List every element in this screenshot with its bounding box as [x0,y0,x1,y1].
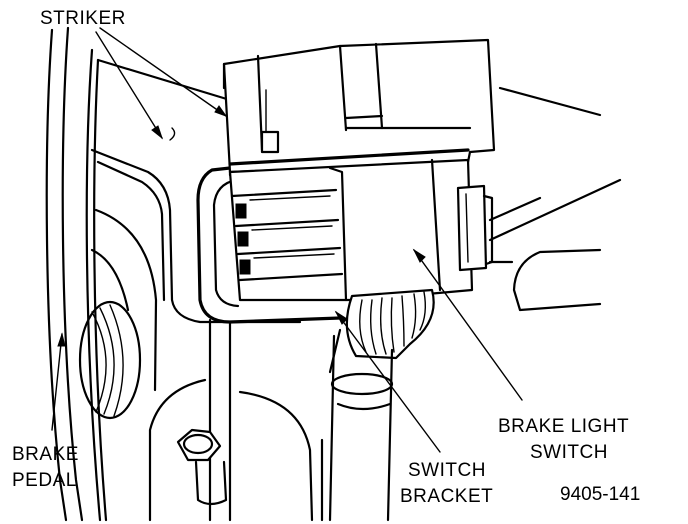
label-switch-bracket-line1: SWITCH [408,460,486,481]
leader-lines [51,27,523,453]
switch-bracket-shape [196,166,342,324]
dash-structure [488,86,622,312]
pedal-bumper [78,300,142,420]
brake-pedal-arm [45,26,108,522]
wire-harness [328,288,435,374]
switch-plunger-rod [328,334,394,522]
label-brake-pedal-line1: BRAKE [12,444,79,465]
label-brake-light-switch-line2: SWITCH [530,442,608,463]
label-brake-light-switch-line1: BRAKE LIGHT [498,416,629,437]
mounting-stud [176,428,228,506]
brake-light-switch-body [228,158,494,302]
figure-code: 9405-141 [560,484,640,505]
connector-housing [222,38,496,174]
labels: STRIKER BRAKE PEDAL SWITCH BRACKET BRAKE… [12,8,640,507]
label-switch-bracket-line2: BRACKET [400,486,493,507]
label-striker: STRIKER [40,8,126,29]
label-brake-pedal-line2: PEDAL [12,470,77,491]
